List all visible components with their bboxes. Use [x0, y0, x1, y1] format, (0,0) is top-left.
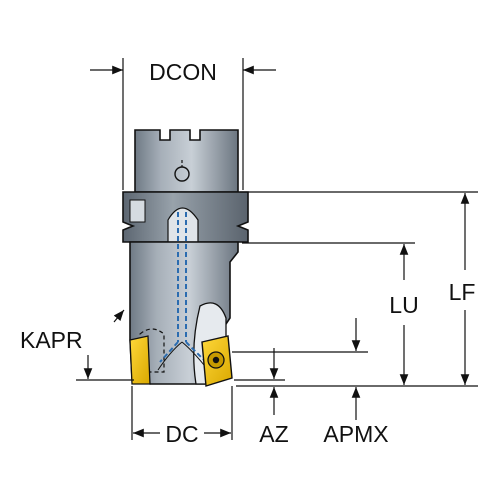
coolant-channel: [157, 212, 209, 371]
dimension-az: AZ: [234, 348, 289, 447]
label-kapr: KAPR: [20, 327, 83, 353]
flange-keyway: [129, 199, 146, 223]
dimension-lf: LF: [236, 191, 478, 387]
shank-top: [134, 129, 239, 193]
right-insert: [201, 335, 233, 387]
hidden-insert-outline: [139, 328, 165, 373]
dimension-lu: LU: [242, 242, 419, 385]
milling-cutter: [122, 129, 249, 387]
left-insert: [129, 335, 151, 385]
flange-notch: [167, 207, 199, 243]
dimension-kapr: KAPR: [20, 309, 134, 381]
label-lu: LU: [389, 292, 418, 318]
label-az: AZ: [259, 421, 288, 447]
dimension-dc: DC: [131, 386, 233, 447]
label-dcon: DCON: [149, 59, 217, 85]
label-dc: DC: [165, 421, 198, 447]
dimension-dcon: DCON: [90, 58, 276, 190]
label-apmx: APMX: [323, 421, 388, 447]
dimension-apmx: APMX: [232, 318, 389, 447]
label-lf: LF: [449, 279, 476, 305]
